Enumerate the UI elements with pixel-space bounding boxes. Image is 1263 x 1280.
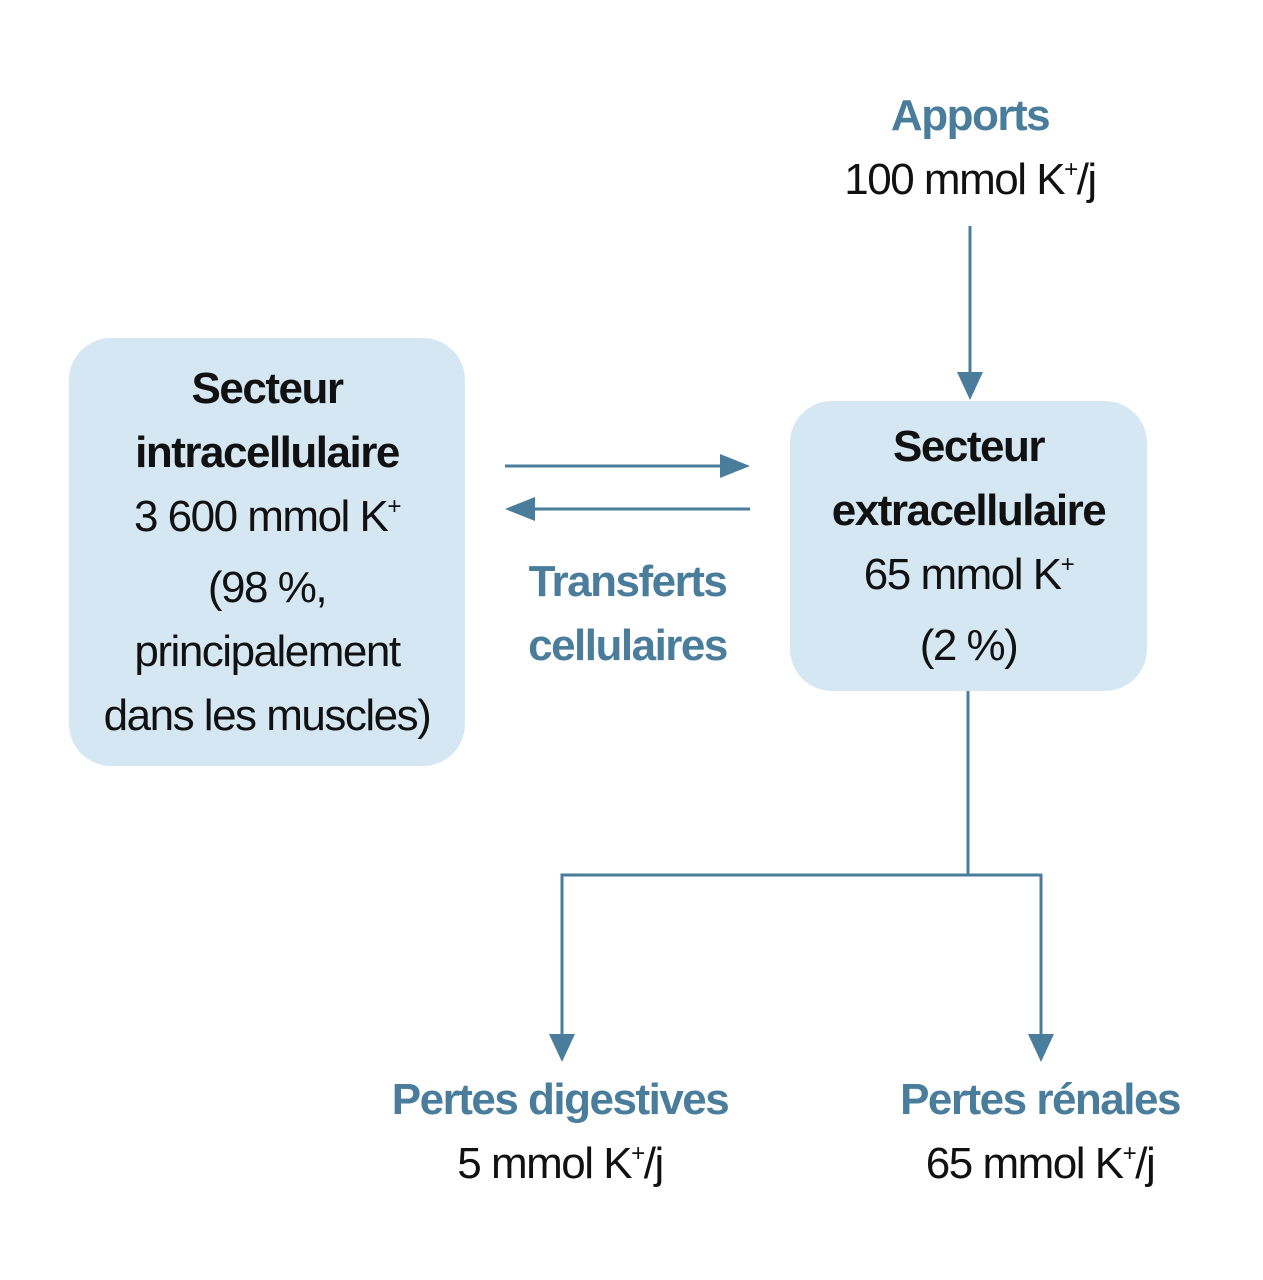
arrowhead-down-digestive <box>549 1034 575 1062</box>
apports-label: Apports 100 mmol K+/j <box>820 84 1120 219</box>
arrowhead-left-transfer <box>505 497 535 521</box>
apports-amount: 100 mmol K <box>844 155 1065 204</box>
extra-amount: 65 mmol K+ <box>863 543 1075 614</box>
intracellular-box: Secteur intracellulaire 3 600 mmol K+ (9… <box>69 338 465 766</box>
apports-unit: /j <box>1076 155 1098 204</box>
arrowhead-down-extra <box>957 372 983 400</box>
renal-loss-label: Pertes rénales 65 mmol K+/j <box>880 1068 1200 1203</box>
digestive-value: 5 mmol K+/j <box>370 1132 750 1203</box>
extra-line4: (2 %) <box>919 620 1019 670</box>
extra-line2: extracellulaire <box>831 485 1107 535</box>
digestive-unit: /j <box>643 1139 665 1188</box>
arrowhead-right-transfer <box>720 454 750 478</box>
intra-amount: 3 600 mmol K+ <box>133 485 402 556</box>
renal-sup: + <box>1122 1140 1137 1168</box>
loss-branch-lines <box>560 691 970 1038</box>
intra-line1: Secteur <box>191 363 344 413</box>
digestive-sup: + <box>631 1140 645 1168</box>
intra-amount-sup: + <box>387 492 401 520</box>
intra-amount-text: 3 600 mmol K <box>133 491 389 541</box>
digestive-loss-label: Pertes digestives 5 mmol K+/j <box>370 1068 750 1203</box>
apports-title: Apports <box>890 91 1051 140</box>
extra-amount-text: 65 mmol K <box>863 549 1062 599</box>
apports-value: 100 mmol K+/j <box>820 148 1120 219</box>
extra-amount-sup: + <box>1060 550 1075 578</box>
digestive-title: Pertes digestives <box>391 1075 730 1124</box>
renal-title: Pertes rénales <box>900 1075 1181 1124</box>
renal-value: 65 mmol K+/j <box>880 1132 1200 1203</box>
apports-sup: + <box>1064 156 1078 184</box>
renal-unit: /j <box>1135 1139 1156 1188</box>
intra-line4: (98 %, <box>207 562 328 612</box>
intra-line6: dans les muscles) <box>103 690 432 740</box>
extra-line1: Secteur <box>893 421 1045 471</box>
transfers-label: Transferts cellulaires <box>490 550 765 678</box>
intra-line5: principalement <box>134 626 401 676</box>
extracellular-box: Secteur extracellulaire 65 mmol K+ (2 %) <box>790 401 1147 691</box>
arrowhead-down-renal <box>1028 1034 1054 1062</box>
renal-amount: 65 mmol K <box>925 1139 1124 1188</box>
intra-line2: intracellulaire <box>135 427 400 477</box>
transfers-line1: Transferts <box>528 557 728 606</box>
digestive-amount: 5 mmol K <box>457 1139 632 1188</box>
loss-branch-right-line <box>968 873 1043 1038</box>
transfers-line2: cellulaires <box>528 621 728 670</box>
